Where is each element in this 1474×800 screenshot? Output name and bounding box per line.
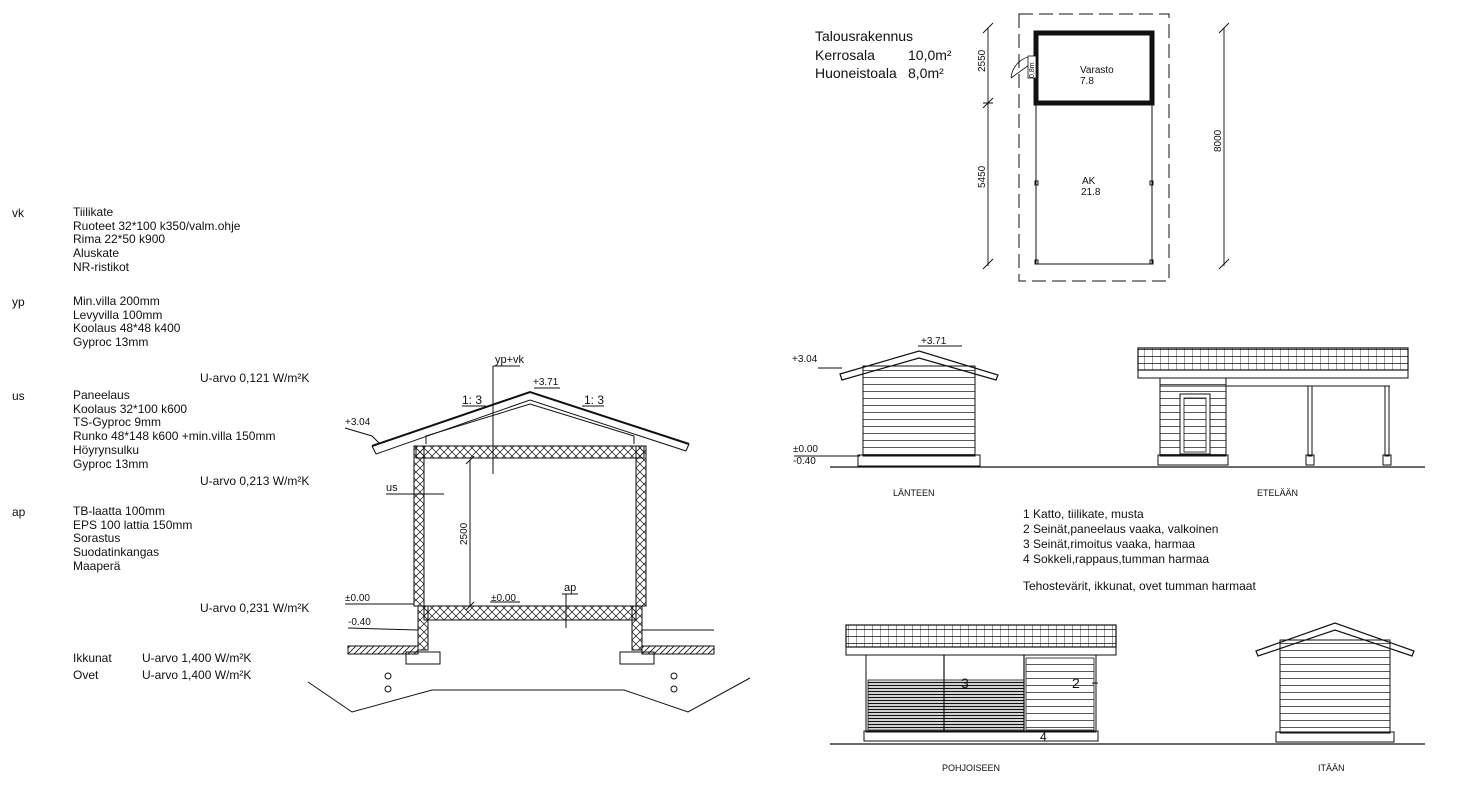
spec-us-lines: Paneelaus Koolaus 32*100 k600 TS-Gyproc … bbox=[73, 388, 276, 471]
elevation-mark-4: 4 bbox=[1040, 730, 1047, 744]
section-slope-left: 1: 3 bbox=[462, 393, 482, 407]
spec-line: Tiilikate bbox=[73, 205, 114, 219]
note-item: 2 Seinät,paneelaus vaaka, valkoinen bbox=[1023, 522, 1219, 536]
plan-dim-total: 8000 bbox=[1213, 129, 1224, 152]
spec-line: TB-laatta 100mm bbox=[73, 504, 166, 518]
spec-vk-lines: Tiilikate Ruoteet 32*100 k350/valm.ohje … bbox=[73, 205, 241, 275]
spec-windows-u: U-arvo 1,400 W/m²K bbox=[142, 651, 252, 665]
elevation-south bbox=[1000, 347, 1425, 468]
plan-room1-name: Varasto bbox=[1080, 65, 1114, 76]
section-drawing bbox=[307, 365, 751, 713]
note-item: 4 Sokkeli,rappaus,tumman harmaa bbox=[1023, 552, 1210, 566]
elevation-south-label: ETELÄÄN bbox=[1257, 488, 1298, 498]
elevation-north bbox=[830, 624, 1425, 745]
spec-us-u: U-arvo 0,213 W/m²K bbox=[200, 474, 310, 488]
floor-area-value: 10,0m² bbox=[908, 47, 952, 63]
plan-dim-top: 2550 bbox=[977, 49, 988, 72]
spec-code-yp: yp bbox=[12, 295, 25, 309]
elevation-west bbox=[794, 345, 1000, 468]
plan-room1-area: 7.8 bbox=[1080, 76, 1094, 87]
elev-ground-level: -0.40 bbox=[793, 456, 816, 467]
spec-doors-u: U-arvo 1,400 W/m²K bbox=[142, 668, 252, 682]
spec-line: Aluskate bbox=[73, 246, 120, 261]
spec-line: Levyvilla 100mm bbox=[73, 307, 163, 322]
elevation-east bbox=[1255, 622, 1415, 743]
spec-ap-lines: TB-laatta 100mm EPS 100 lattia 150mm Sor… bbox=[73, 504, 193, 574]
elev-eave-level: +3.04 bbox=[792, 354, 818, 365]
spec-yp-lines: Min.villa 200mm Levyvilla 100mm Koolaus … bbox=[73, 294, 181, 350]
note-accent-colors: Tehostevärit, ikkunat, ovet tumman harma… bbox=[1023, 579, 1256, 593]
section-floor-mid: ±0.00 bbox=[491, 593, 516, 604]
elevation-north-label: POHJOISEEN bbox=[942, 763, 1000, 773]
spec-code-ap: ap bbox=[12, 505, 26, 519]
section-ground-level: -0.40 bbox=[348, 617, 371, 628]
plan-dim-bottom: 5450 bbox=[977, 165, 988, 188]
spec-line: TS-Gyproc 9mm bbox=[73, 415, 162, 430]
spec-line: Sorastus bbox=[73, 531, 121, 546]
spec-line: Höyrynsulku bbox=[73, 442, 140, 457]
spec-line: Ruoteet 32*100 k350/valm.ohje bbox=[73, 218, 241, 233]
spec-line: NR-ristikot bbox=[73, 259, 129, 274]
spec-line: Maaperä bbox=[73, 558, 121, 573]
elevation-mark-2: 2 bbox=[1072, 675, 1080, 691]
section-label-ap: ap bbox=[564, 582, 576, 594]
plan-room2-area: 21.8 bbox=[1081, 187, 1101, 198]
spec-line: Min.villa 200mm bbox=[73, 294, 160, 308]
spec-line: EPS 100 lattia 150mm bbox=[73, 517, 193, 532]
section-label-us: us bbox=[386, 482, 398, 494]
elev-zero-level: ±0.00 bbox=[793, 444, 818, 455]
section-height-dim: 2500 bbox=[459, 522, 470, 545]
plan-room2-name: AK bbox=[1082, 176, 1096, 187]
spec-line: Paneelaus bbox=[73, 388, 130, 402]
spec-line: Runko 48*148 k600 +min.villa 150mm bbox=[73, 429, 276, 444]
spec-line: Koolaus 48*48 k400 bbox=[73, 321, 181, 336]
floor-plan bbox=[982, 13, 1230, 282]
note-item: 3 Seinät,rimoitus vaaka, harmaa bbox=[1023, 537, 1196, 551]
room-area-label: Huoneistoala bbox=[815, 65, 897, 81]
section-ridge-level: +3.71 bbox=[533, 377, 559, 388]
floor-area-label: Kerrosala bbox=[815, 47, 875, 63]
spec-windows-label: Ikkunat bbox=[73, 651, 112, 665]
elev-ridge-level: +3.71 bbox=[921, 336, 947, 347]
spec-line: Rima 22*50 k900 bbox=[73, 232, 166, 247]
elevation-mark-3: 3 bbox=[961, 675, 969, 691]
spec-code-us: us bbox=[12, 389, 25, 403]
plan-door-width: 0,8m bbox=[1029, 62, 1036, 78]
building-name: Talousrakennus bbox=[815, 28, 914, 44]
section-eave-level: +3.04 bbox=[345, 417, 371, 428]
spec-ap-u: U-arvo 0,231 W/m²K bbox=[200, 601, 310, 615]
spec-doors-label: Ovet bbox=[73, 668, 99, 682]
section-slope-right: 1: 3 bbox=[584, 393, 604, 407]
elevation-east-label: ITÄÄN bbox=[1318, 763, 1345, 773]
note-item: 1 Katto, tiilikate, musta bbox=[1023, 507, 1144, 521]
spec-yp-u: U-arvo 0,121 W/m²K bbox=[200, 371, 310, 385]
spec-line: Gyproc 13mm bbox=[73, 335, 149, 350]
spec-line: Gyproc 13mm bbox=[73, 456, 149, 471]
section-label-ypvk: yp+vk bbox=[495, 354, 525, 366]
spec-line: Suodatinkangas bbox=[73, 545, 160, 560]
spec-code-vk: vk bbox=[12, 206, 24, 220]
section-floor-left: ±0.00 bbox=[345, 593, 370, 604]
room-area-value: 8,0m² bbox=[908, 65, 944, 81]
elevation-west-label: LÄNTEEN bbox=[893, 488, 935, 498]
spec-line: Koolaus 32*100 k600 bbox=[73, 401, 188, 416]
